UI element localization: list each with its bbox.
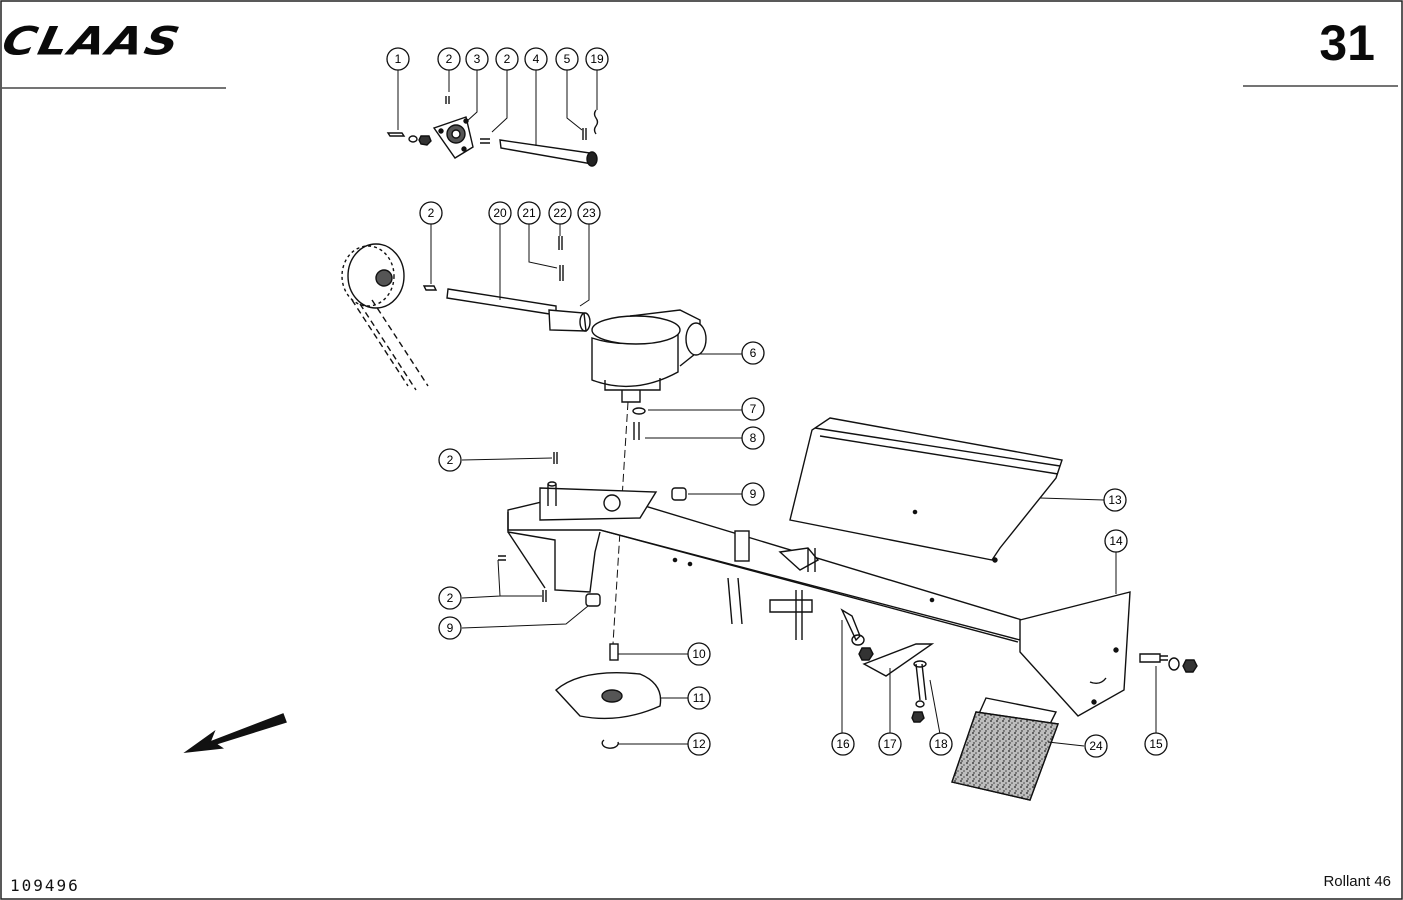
- callout-label: 16: [836, 737, 850, 751]
- callout-21: 21: [517, 201, 541, 225]
- top-shaft-assembly: [386, 96, 599, 167]
- callout-label: 24: [1089, 739, 1103, 753]
- callout-label: 15: [1149, 737, 1163, 751]
- page-number: 31: [1319, 15, 1375, 71]
- callout-2: 2: [438, 586, 462, 610]
- callout-2: 2: [495, 47, 519, 71]
- callout-label: 2: [504, 52, 511, 66]
- callout-label: 9: [750, 487, 757, 501]
- callout-2: 2: [419, 201, 443, 225]
- callout-16: 16: [831, 732, 855, 756]
- callout-label: 2: [446, 52, 453, 66]
- callout-15: 15: [1144, 732, 1168, 756]
- leader-lines: [397, 70, 1157, 747]
- callout-23: 23: [577, 201, 601, 225]
- fasteners-right: [1139, 653, 1198, 673]
- callout-label: 23: [582, 206, 596, 220]
- callout-label: 21: [522, 206, 536, 220]
- callout-3: 3: [465, 47, 489, 71]
- callout-18: 18: [929, 732, 953, 756]
- callout-1: 1: [386, 47, 410, 71]
- callout-label: 8: [750, 431, 757, 445]
- gearbox: [591, 309, 707, 661]
- callout-5: 5: [555, 47, 579, 71]
- callout-9: 9: [741, 482, 765, 506]
- callout-9: 9: [438, 616, 462, 640]
- callout-4: 4: [524, 47, 548, 71]
- callout-label: 2: [447, 453, 454, 467]
- brush: [951, 697, 1059, 801]
- callout-24: 24: [1084, 734, 1108, 758]
- small-parts: [498, 452, 935, 749]
- callout-label: 2: [428, 206, 435, 220]
- direction-arrow: [183, 713, 287, 753]
- callout-label: 18: [934, 737, 948, 751]
- callout-label: 22: [553, 206, 567, 220]
- callout-14: 14: [1104, 529, 1128, 553]
- callout-label: 17: [883, 737, 897, 751]
- end-plate: [1019, 591, 1131, 717]
- callout-label: 6: [750, 346, 757, 360]
- callout-7: 7: [741, 397, 765, 421]
- callout-11: 11: [687, 686, 711, 710]
- callout-13: 13: [1103, 488, 1127, 512]
- callout-19: 19: [585, 47, 609, 71]
- callout-label: 13: [1108, 493, 1122, 507]
- callout-label: 12: [692, 737, 706, 751]
- callout-label: 3: [474, 52, 481, 66]
- callout-label: 10: [692, 647, 706, 661]
- callout-label: 1: [395, 52, 402, 66]
- callout-22: 22: [548, 201, 572, 225]
- callout-label: 4: [533, 52, 540, 66]
- cover-shield: [789, 417, 1063, 563]
- callout-20: 20: [488, 201, 512, 225]
- callout-12: 12: [687, 732, 711, 756]
- model-name: Rollant 46: [1323, 873, 1391, 890]
- document-number: 109496: [10, 876, 80, 895]
- callout-label: 7: [750, 402, 757, 416]
- callout-2: 2: [437, 47, 461, 71]
- callout-label: 19: [590, 52, 604, 66]
- chain-shaft-assembly: [341, 236, 591, 391]
- callout-label: 5: [564, 52, 571, 66]
- callout-label: 14: [1109, 534, 1123, 548]
- callout-label: 11: [693, 691, 706, 705]
- callout-10: 10: [687, 642, 711, 666]
- callout-label: 20: [493, 206, 507, 220]
- callout-6: 6: [741, 341, 765, 365]
- callout-17: 17: [878, 732, 902, 756]
- callout-8: 8: [741, 426, 765, 450]
- drawing: [183, 96, 1198, 801]
- callout-label: 2: [447, 591, 454, 605]
- callout-2: 2: [438, 448, 462, 472]
- callout-label: 9: [447, 621, 454, 635]
